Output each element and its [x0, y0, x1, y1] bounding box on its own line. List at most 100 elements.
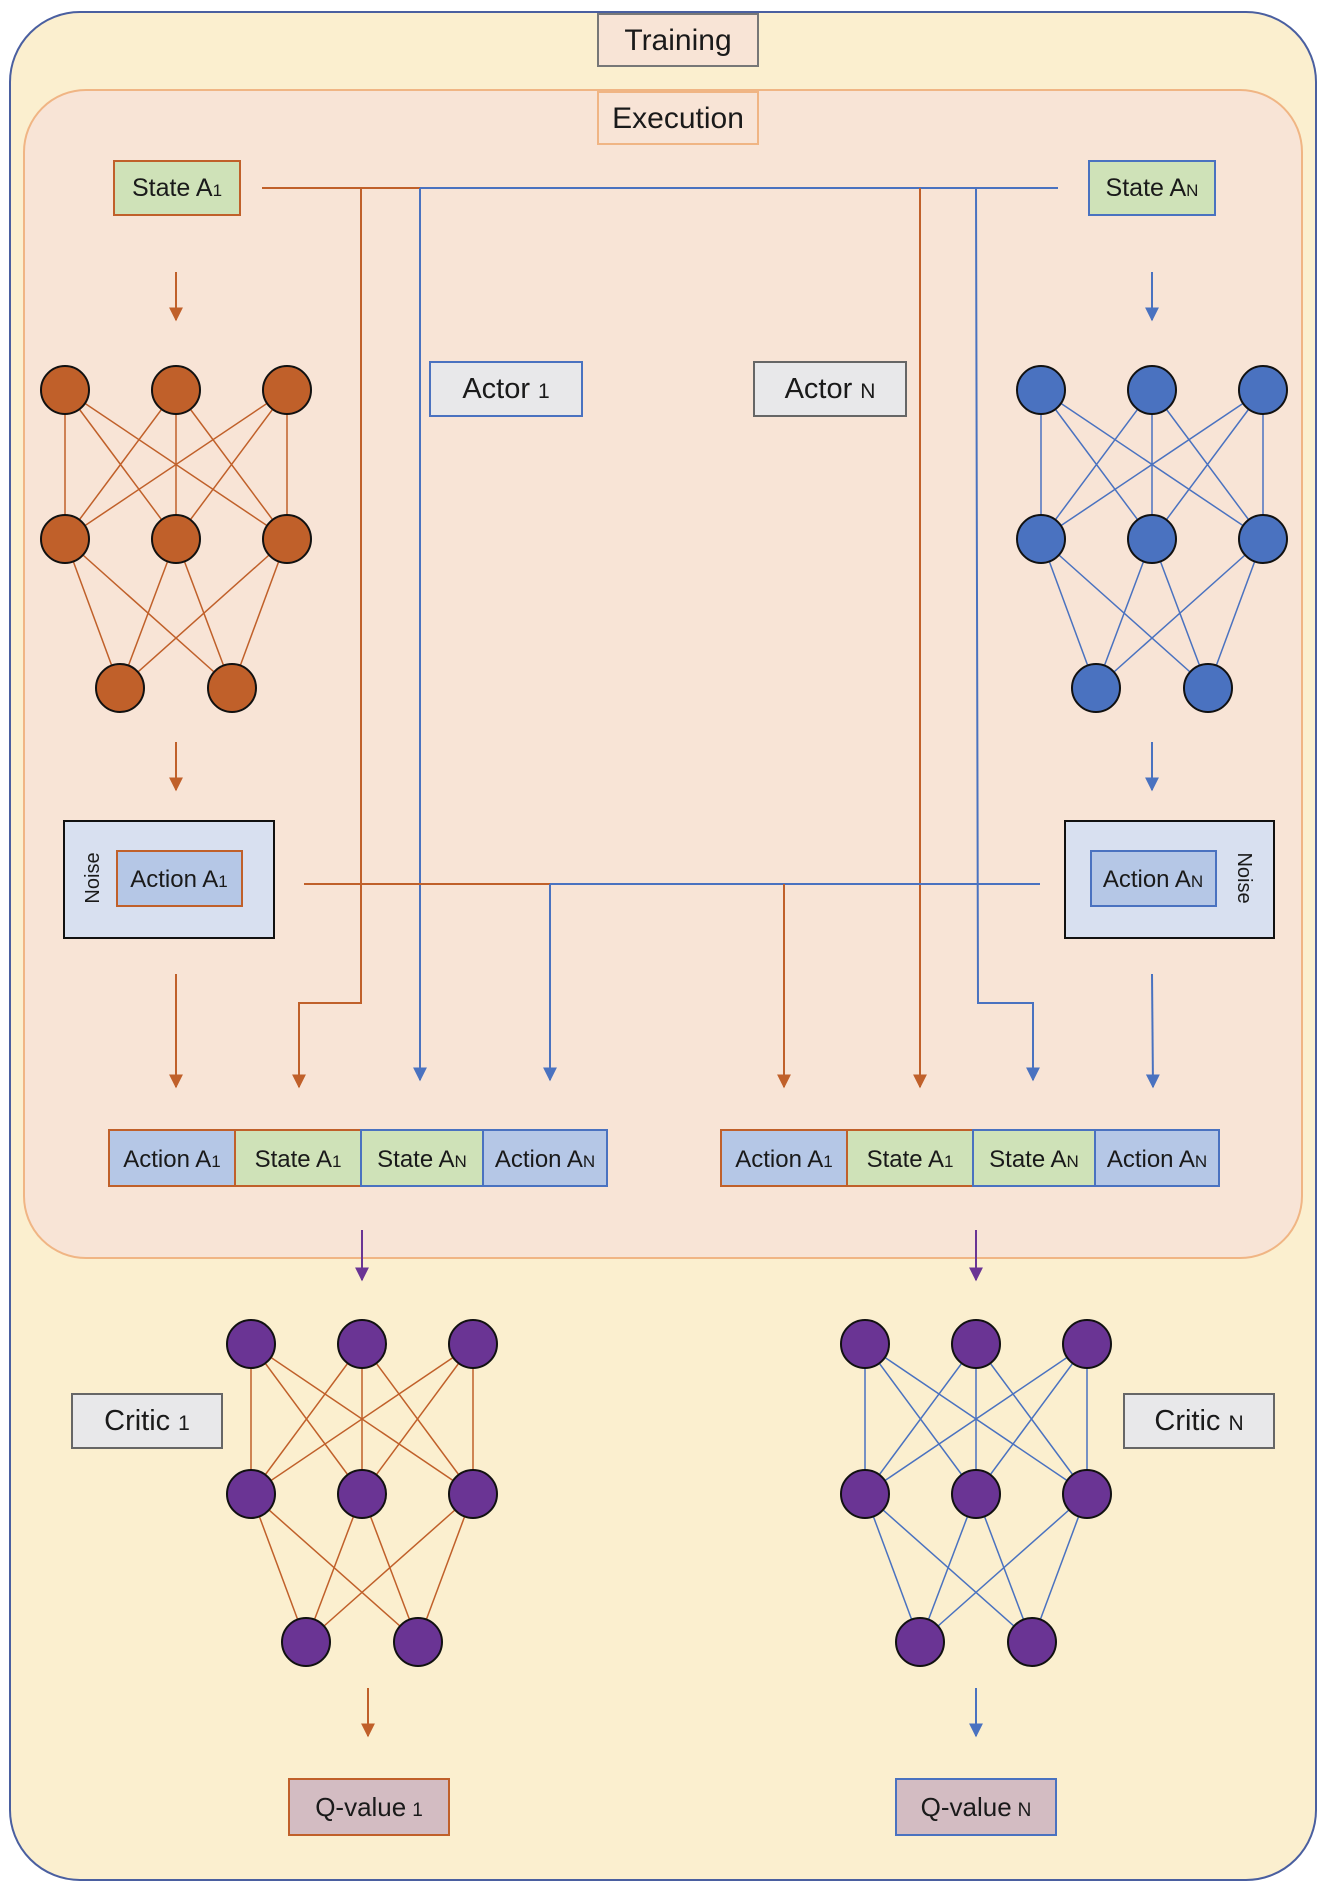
svg-text:State A1: State A1: [132, 174, 222, 202]
network-node: [151, 365, 201, 415]
state-an-to-right-critic: [975, 187, 1040, 1082]
svg-text:Action A1: Action A1: [735, 1146, 833, 1173]
network-edge: [231, 538, 288, 689]
network-edge: [1040, 538, 1097, 689]
critic1-input-action-a1: Action A1: [108, 1129, 236, 1187]
critic1-input-state-an: State AN: [360, 1129, 484, 1187]
network-edge: [250, 1343, 363, 1495]
network-node: [393, 1617, 443, 1667]
actor-n-network: [1016, 365, 1288, 713]
network-node: [1071, 663, 1121, 713]
network-edge: [361, 1343, 474, 1495]
network-node: [226, 1319, 276, 1369]
network-node: [448, 1469, 498, 1519]
critic-1-network: [226, 1319, 498, 1667]
training-label: Training: [624, 24, 731, 57]
execution-region: [23, 89, 1303, 1259]
network-edge: [64, 389, 288, 540]
criticN-input-action-an: Action AN: [1094, 1129, 1220, 1187]
critic-n-network: [840, 1319, 1112, 1667]
state-an-box: State AN: [1088, 160, 1216, 216]
network-edge: [119, 538, 288, 689]
network-edge: [305, 1493, 474, 1643]
network-node: [840, 1469, 890, 1519]
network-edge: [1151, 389, 1264, 540]
network-node: [337, 1469, 387, 1519]
network-node: [40, 514, 90, 564]
critic1-input-state-a1: State A1: [234, 1129, 362, 1187]
svg-text:Action AN: Action AN: [495, 1146, 595, 1173]
training-label-box: [597, 13, 759, 67]
svg-text:State AN: State AN: [1106, 174, 1199, 202]
critic1-input-row: Action A1 State A1 State AN Action AN: [108, 1129, 608, 1187]
network-edge: [1040, 389, 1153, 540]
network-node: [151, 514, 201, 564]
state-a1-to-left-critic: [292, 188, 362, 1089]
network-node: [1127, 365, 1177, 415]
svg-text:Noise: Noise: [82, 852, 104, 903]
network-node: [1016, 514, 1066, 564]
network-edge: [1031, 1493, 1088, 1643]
network-node: [262, 514, 312, 564]
network-node: [1062, 1319, 1112, 1369]
network-edge: [864, 1343, 1088, 1495]
criticN-input-row: Action A1 State A1 State AN Action AN: [720, 1129, 1220, 1187]
network-node: [1016, 365, 1066, 415]
svg-text:Action A1: Action A1: [130, 866, 228, 893]
criticN-input-action-a1: Action A1: [720, 1129, 848, 1187]
state-a1-box: State A1: [113, 160, 241, 216]
network-node: [40, 365, 90, 415]
network-node: [840, 1319, 890, 1369]
network-node: [262, 365, 312, 415]
network-edge: [250, 1343, 474, 1495]
action-an-noise-box: Noise Action AN: [1064, 820, 1275, 939]
network-edge: [175, 389, 288, 540]
network-node: [448, 1319, 498, 1369]
network-edge: [975, 1343, 1088, 1495]
execution-label-box: [597, 91, 759, 145]
network-node: [207, 663, 257, 713]
svg-text:State A1: State A1: [255, 1146, 342, 1173]
network-node: [281, 1617, 331, 1667]
criticN-input-state-an: State AN: [972, 1129, 1096, 1187]
network-node: [95, 663, 145, 713]
execution-label: Execution: [612, 102, 744, 135]
network-edge: [250, 1493, 307, 1643]
svg-text:State A1: State A1: [867, 1146, 954, 1173]
network-edge: [417, 1493, 474, 1643]
network-node: [1127, 514, 1177, 564]
network-node: [1183, 663, 1233, 713]
network-node: [1062, 1469, 1112, 1519]
network-node: [1238, 514, 1288, 564]
network-edge: [864, 1343, 977, 1495]
network-node: [895, 1617, 945, 1667]
arrow-action-an-to-right-critic: [1145, 973, 1160, 1089]
network-edge: [64, 389, 177, 540]
network-edge: [119, 538, 177, 689]
network-edge: [919, 1493, 977, 1643]
svg-text:State AN: State AN: [989, 1146, 1079, 1173]
network-edge: [1207, 538, 1264, 689]
svg-text:Action AN: Action AN: [1103, 866, 1203, 893]
action-a1-noise-box: Noise Action A1: [63, 820, 275, 939]
svg-text:Action A1: Action A1: [123, 1146, 221, 1173]
network-edge: [864, 1493, 921, 1643]
network-edge: [64, 538, 121, 689]
network-edge: [1095, 538, 1153, 689]
critic1-input-action-an: Action AN: [482, 1129, 608, 1187]
svg-text:State AN: State AN: [377, 1146, 467, 1173]
network-node: [1238, 365, 1288, 415]
